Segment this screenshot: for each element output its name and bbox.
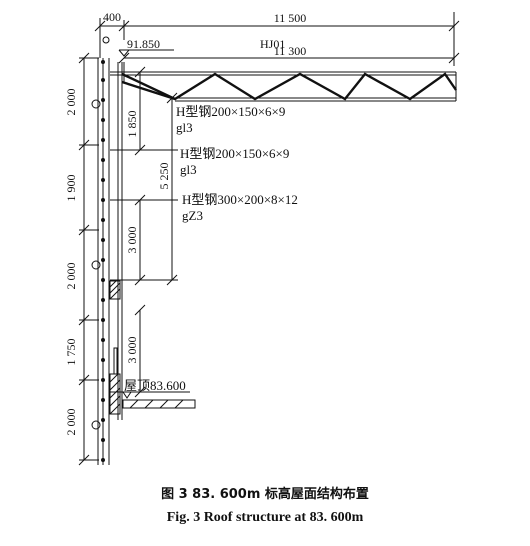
beam2-tag: gl3 bbox=[180, 162, 197, 177]
left-dim-3: 2 000 bbox=[64, 263, 78, 290]
left-dim-2: 1 900 bbox=[64, 175, 78, 202]
left-dim-5: 2 000 bbox=[64, 409, 78, 436]
col-dim-3000a: 3 000 bbox=[125, 227, 139, 254]
figure-caption-en: Fig. 3 Roof structure at 83. 600m bbox=[166, 510, 364, 525]
beam1-tag: gl3 bbox=[176, 120, 193, 135]
top-offset-dim: 400 bbox=[103, 10, 121, 24]
left-dim-4: 1 750 bbox=[64, 339, 78, 366]
beam3-tag: gZ3 bbox=[182, 208, 203, 223]
col-dim-5250: 5 250 bbox=[157, 163, 171, 190]
truss-label: HJ01 bbox=[260, 37, 285, 51]
col-dim-3000b: 3 000 bbox=[125, 337, 139, 364]
span-inner-dim: 11 300 bbox=[274, 44, 307, 58]
beam1-label: H型钢200×150×6×9 bbox=[176, 104, 285, 119]
col-dim-1850: 1 850 bbox=[125, 111, 139, 138]
roof-level-label: 屋顶83.600 bbox=[124, 378, 186, 393]
span-total-dim: 11 500 bbox=[274, 11, 307, 25]
figure-caption-cn: 图 3 83. 600m 标高屋面结构布置 bbox=[161, 487, 369, 502]
left-dim-1: 2 000 bbox=[64, 89, 78, 116]
beam2-label: H型钢200×150×6×9 bbox=[180, 146, 289, 161]
beam3-label: H型钢300×200×8×12 bbox=[182, 192, 298, 207]
elevation-top-label: 91.850 bbox=[127, 37, 160, 51]
